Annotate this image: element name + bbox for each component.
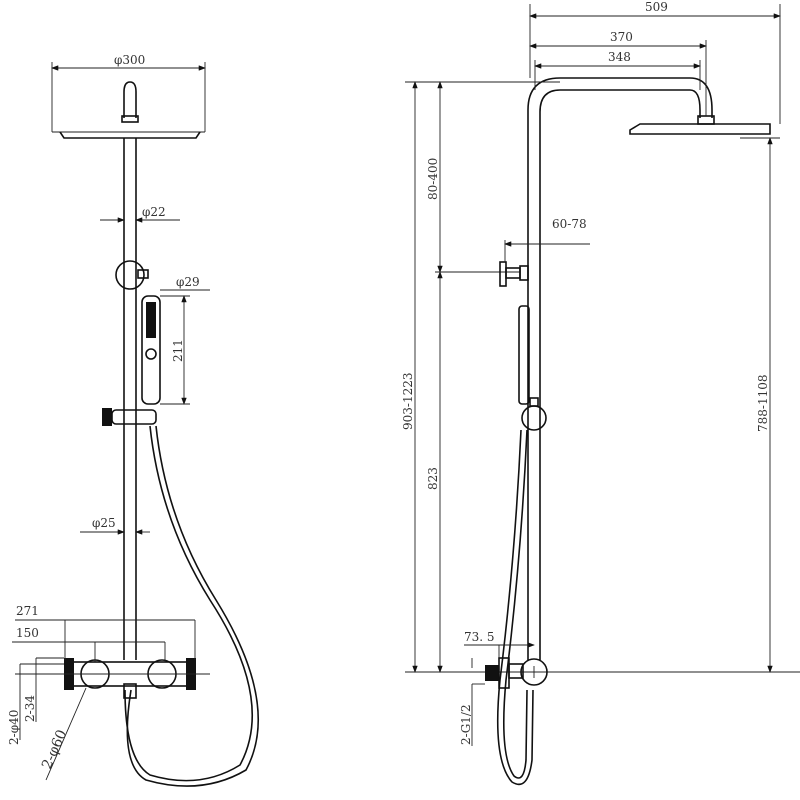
mixer-side xyxy=(485,657,548,689)
hose-side xyxy=(496,429,534,786)
hand-shower-side xyxy=(518,305,547,431)
front-view: φ300 φ22 φ29 211 xyxy=(7,53,260,787)
label-total-height: 903-1223 xyxy=(401,373,415,431)
side-view: 509 370 348 903-1223 80-400 823 788-1108… xyxy=(401,0,800,786)
label-head-diameter: φ300 xyxy=(114,53,145,67)
label-cover-diameter: 2-φ60 xyxy=(39,727,70,771)
label-upper-pipe-diameter: φ22 xyxy=(142,205,166,219)
label-mixer-width: 271 xyxy=(16,604,39,618)
label-head-height: 788-1108 xyxy=(756,375,770,433)
label-mixer-offset: 73. 5 xyxy=(464,630,495,644)
label-arm-inner: 348 xyxy=(608,50,631,64)
wall-bracket-side xyxy=(499,261,529,287)
label-hand-shower-diameter: φ29 xyxy=(176,275,200,289)
label-overall-width: 509 xyxy=(645,0,668,14)
riser-pipe-front xyxy=(123,138,137,660)
shower-head-front xyxy=(51,62,206,139)
label-knob-spacing: 150 xyxy=(16,626,39,640)
label-inlet-depth: 2-34 xyxy=(23,695,37,722)
label-lower-pipe-diameter: φ25 xyxy=(92,516,116,530)
label-hand-shower-length: 211 xyxy=(171,339,185,362)
hand-shower-front xyxy=(141,295,161,405)
label-inlet-diameter: 2-φ40 xyxy=(7,710,21,745)
label-lower-height: 823 xyxy=(426,467,440,490)
label-top-adjust: 80-400 xyxy=(426,158,440,200)
wall-bracket-front xyxy=(115,260,149,290)
hose-front xyxy=(124,425,260,787)
mixer-front xyxy=(15,658,210,699)
slider-front xyxy=(102,408,157,426)
riser-pipe-side xyxy=(527,77,715,660)
label-inlet-thread: 2-G1/2 xyxy=(459,704,473,745)
label-arm-reach: 370 xyxy=(610,30,633,44)
shower-head-side xyxy=(629,123,771,135)
label-bracket-offset: 60-78 xyxy=(552,217,587,231)
